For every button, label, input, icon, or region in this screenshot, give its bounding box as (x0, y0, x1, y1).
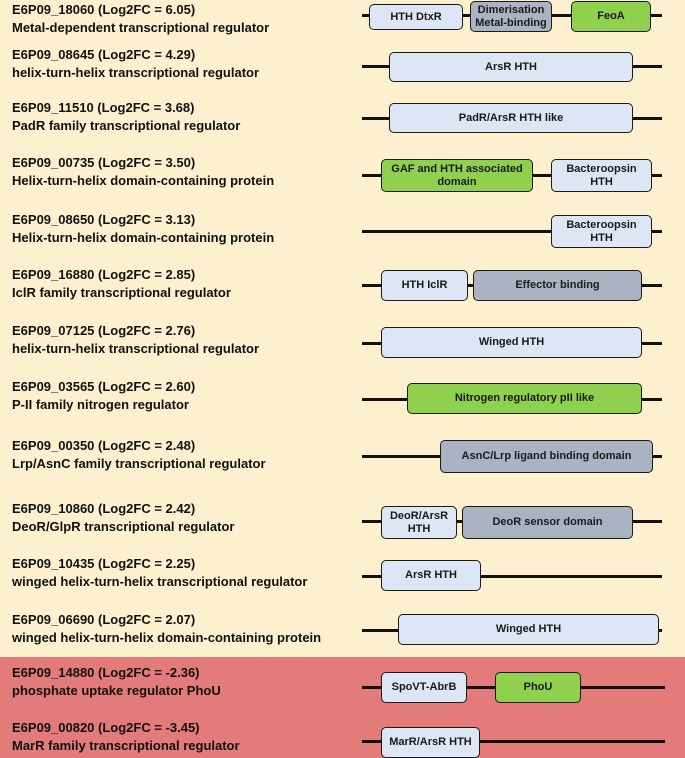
gene-description-label: Helix-turn-helix domain-containing prote… (12, 230, 275, 245)
gene-id-label: E6P09_00350 (Log2FC = 2.48) (12, 438, 196, 453)
domain-box: Bacteroopsin HTH (551, 215, 652, 248)
domain-box: Winged HTH (381, 327, 642, 358)
domain-box: HTH IclR (381, 270, 468, 301)
domain-box: GAF and HTH associated domain (381, 159, 533, 192)
gene-description-label: winged helix-turn-helix domain-containin… (12, 630, 322, 645)
protein-backbone-line (362, 740, 665, 743)
gene-id-label: E6P09_00735 (Log2FC = 3.50) (12, 155, 196, 170)
domain-box: MarR/ArsR HTH (381, 727, 480, 758)
gene-description-label: winged helix-turn-helix transcriptional … (12, 574, 308, 589)
protein-backbone-line (362, 230, 662, 233)
gene-description-label: helix-turn-helix transcriptional regulat… (12, 341, 260, 356)
gene-id-label: E6P09_07125 (Log2FC = 2.76) (12, 323, 196, 338)
gene-description-label: DeoR/GlpR transcriptional regulator (12, 519, 235, 534)
domain-box: Winged HTH (398, 614, 659, 645)
gene-description-label: MarR family transcriptional regulator (12, 738, 240, 753)
gene-id-label: E6P09_00820 (Log2FC = -3.45) (12, 720, 200, 735)
domain-box: Effector binding (473, 270, 642, 301)
gene-description-label: Helix-turn-helix domain-containing prote… (12, 173, 275, 188)
domain-box: DeoR sensor domain (462, 506, 633, 539)
domain-box: Dimerisation Metal-binding (470, 1, 552, 32)
domain-box: Bacteroopsin HTH (551, 159, 652, 192)
gene-id-label: E6P09_06690 (Log2FC = 2.07) (12, 612, 196, 627)
gene-id-label: E6P09_18060 (Log2FC = 6.05) (12, 2, 196, 17)
domain-box: SpoVT-AbrB (381, 672, 467, 703)
gene-id-label: E6P09_16880 (Log2FC = 2.85) (12, 267, 196, 282)
gene-id-label: E6P09_08650 (Log2FC = 3.13) (12, 212, 196, 227)
gene-description-label: Metal-dependent transcriptional regulato… (12, 20, 270, 35)
gene-id-label: E6P09_10860 (Log2FC = 2.42) (12, 501, 196, 516)
domain-box: PhoU (495, 672, 581, 703)
domain-box: ArsR HTH (381, 560, 481, 591)
gene-id-label: E6P09_14880 (Log2FC = -2.36) (12, 665, 200, 680)
gene-id-label: E6P09_10435 (Log2FC = 2.25) (12, 556, 196, 571)
domain-box: HTH DtxR (369, 4, 463, 30)
gene-description-label: helix-turn-helix transcriptional regulat… (12, 65, 260, 80)
domain-box: FeoA (571, 1, 651, 32)
protein-backbone-line (362, 575, 662, 578)
gene-description-label: IclR family transcriptional regulator (12, 285, 231, 300)
domain-box: DeoR/ArsR HTH (381, 506, 457, 539)
gene-description-label: Lrp/AsnC family transcriptional regulato… (12, 456, 266, 471)
domain-box: ArsR HTH (389, 52, 633, 82)
domain-box: PadR/ArsR HTH like (389, 103, 633, 133)
gene-id-label: E6P09_03565 (Log2FC = 2.60) (12, 379, 196, 394)
gene-description-label: phosphate uptake regulator PhoU (12, 683, 221, 698)
gene-id-label: E6P09_11510 (Log2FC = 3.68) (12, 100, 195, 115)
gene-id-label: E6P09_08645 (Log2FC = 4.29) (12, 47, 196, 62)
domain-box: AsnC/Lrp ligand binding domain (440, 440, 653, 473)
domain-box: Nitrogen regulatory pII like (407, 383, 642, 414)
gene-description-label: PadR family transcriptional regulator (12, 118, 241, 133)
gene-description-label: P-II family nitrogen regulator (12, 397, 189, 412)
